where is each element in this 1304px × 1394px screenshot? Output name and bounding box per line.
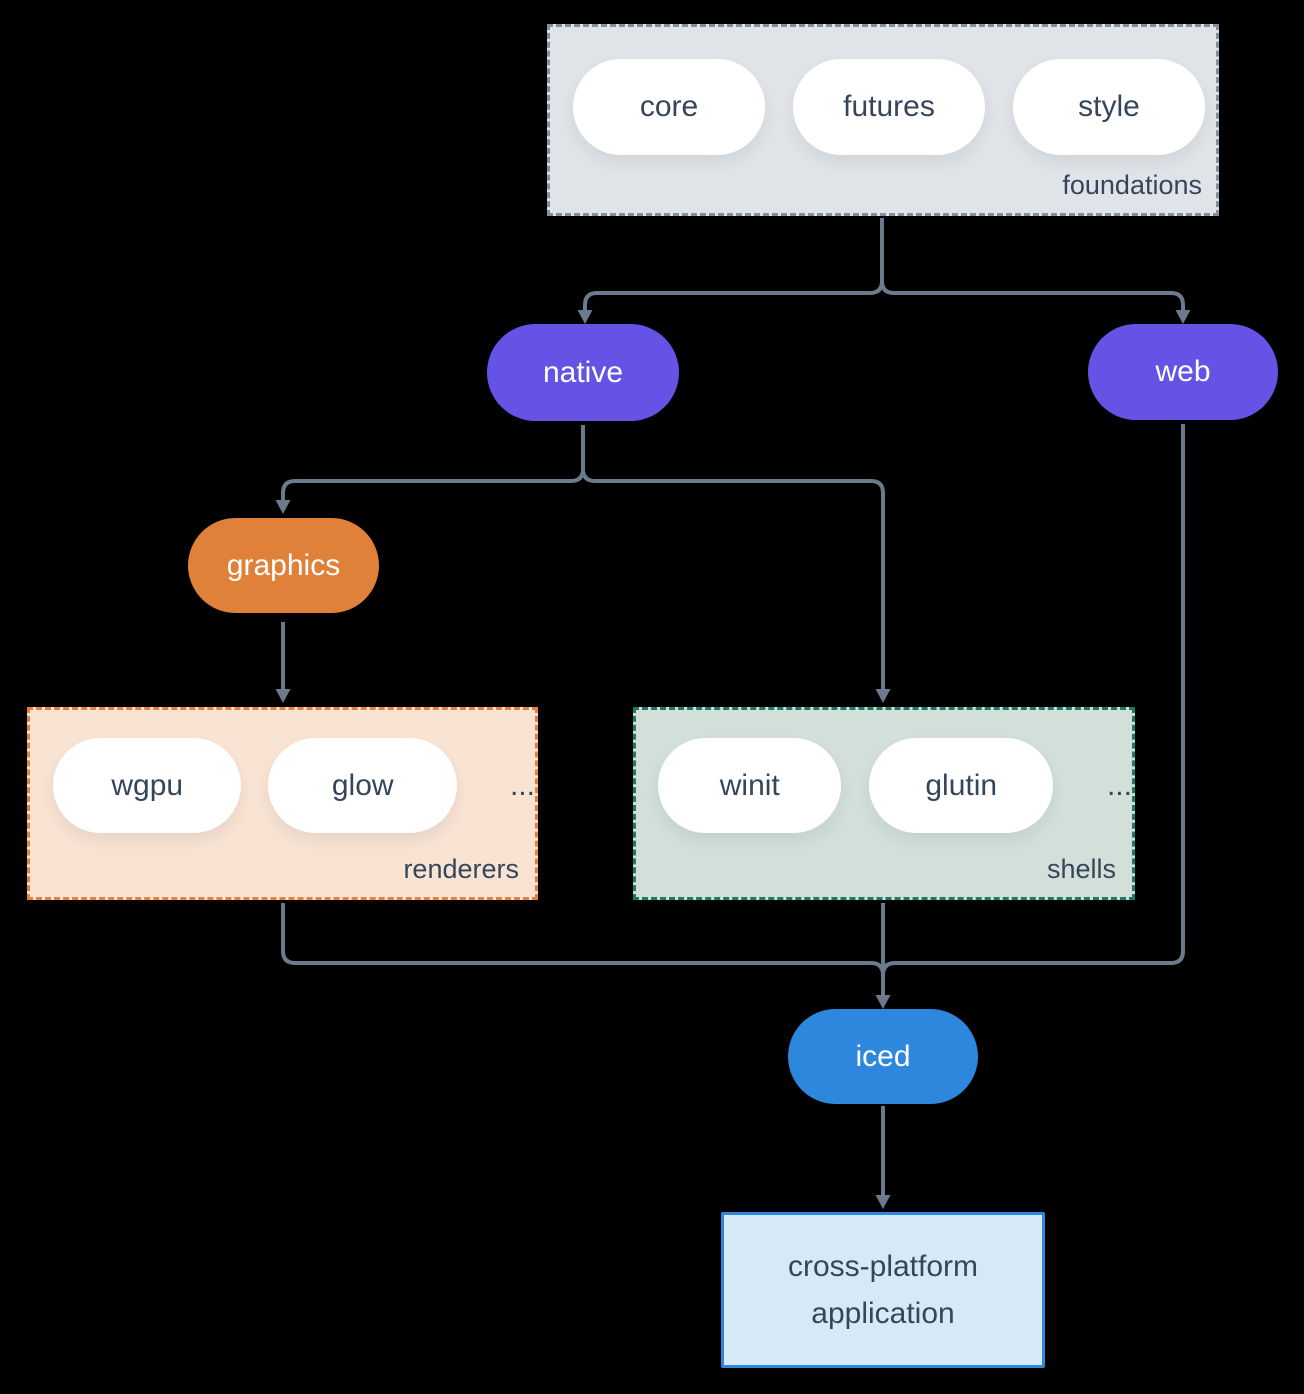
foundations-group-label: foundations <box>1062 170 1202 200</box>
renderers-pill-row: wgpu glow ... <box>30 710 535 833</box>
node-winit: winit <box>658 738 842 833</box>
application-box: cross-platform application <box>721 1212 1045 1368</box>
edge-foundations-native <box>577 218 884 324</box>
node-style: style <box>1013 59 1205 155</box>
node-glutin: glutin <box>869 738 1053 833</box>
node-iced: iced <box>788 1009 978 1104</box>
application-label: cross-platform application <box>787 1250 979 1330</box>
shells-group-label: shells <box>1046 854 1116 884</box>
foundations-pill-row: core futures style <box>550 27 1216 155</box>
edge-renderers-iced <box>281 903 885 976</box>
node-native: native <box>487 324 679 421</box>
shells-group: winit glutin ... shells <box>633 707 1135 900</box>
renderers-ellipsis: ... <box>509 768 535 802</box>
node-core: core <box>573 59 765 155</box>
edge-native-graphics <box>275 425 585 514</box>
node-wgpu: wgpu <box>53 738 242 833</box>
renderers-group: wgpu glow ... renderers <box>27 707 538 900</box>
shells-ellipsis: ... <box>1106 768 1132 802</box>
edge-native-shells <box>581 425 891 703</box>
renderers-group-label: renderers <box>403 854 519 884</box>
edge-foundations-web <box>880 218 1191 324</box>
node-graphics: graphics <box>188 518 379 613</box>
shells-pill-row: winit glutin ... <box>636 710 1132 833</box>
node-web: web <box>1088 324 1278 420</box>
foundations-group: core futures style foundations <box>547 24 1219 216</box>
node-glow: glow <box>268 738 457 833</box>
node-futures: futures <box>793 59 985 155</box>
